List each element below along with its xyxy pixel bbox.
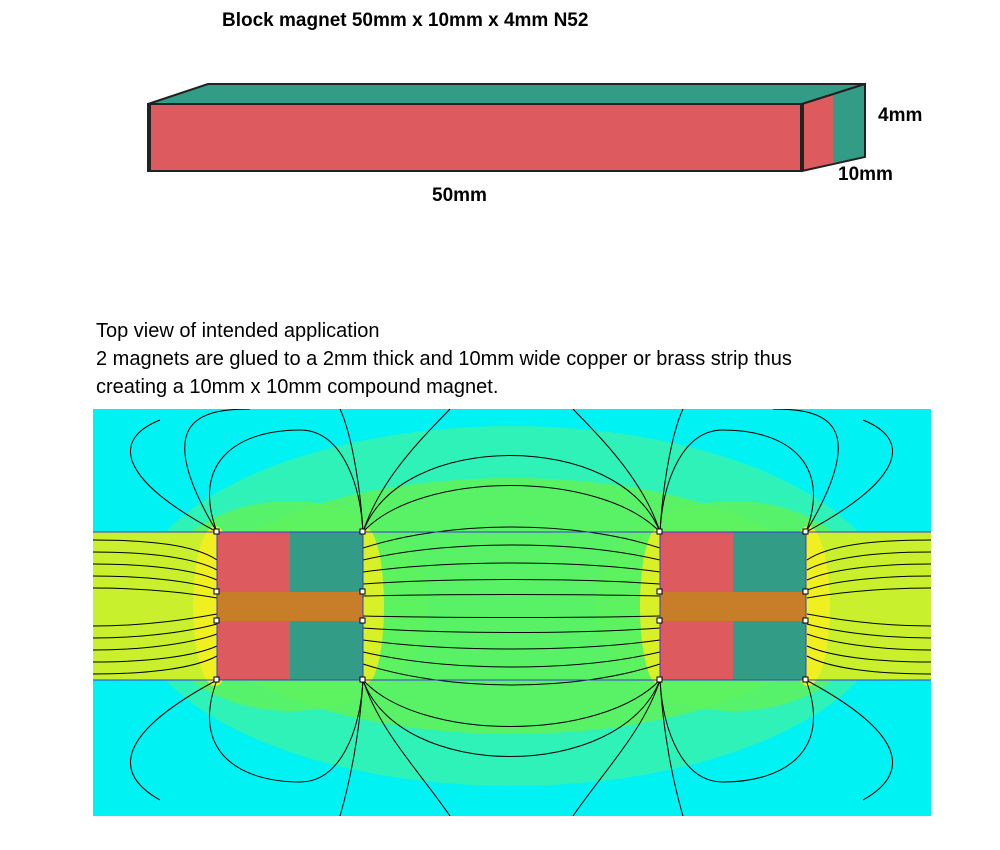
right-magnet-bottom-north: [660, 621, 733, 680]
left-copper-strip: [217, 592, 363, 621]
left-magnet-top-north: [217, 532, 290, 592]
application-description: Top view of intended application 2 magne…: [96, 317, 792, 401]
compound-magnet-left: [216, 531, 364, 681]
description-line-2: 2 magnets are glued to a 2mm thick and 1…: [96, 348, 792, 370]
dimension-label-width: 10mm: [838, 164, 893, 185]
magnet-end-face-north: [802, 93, 833, 171]
left-magnet-top-south: [290, 532, 363, 592]
right-copper-strip: [660, 592, 806, 621]
description-line-3: creating a 10mm x 10mm compound magnet.: [96, 376, 499, 398]
right-magnet-top-south: [733, 532, 806, 592]
left-magnet-bottom-north: [217, 621, 290, 680]
left-magnet-bottom-south: [290, 621, 363, 680]
description-line-1: Top view of intended application: [96, 320, 380, 342]
right-magnet-top-north: [660, 532, 733, 592]
magnet-front-face: [147, 103, 803, 172]
right-magnet-bottom-south: [733, 621, 806, 680]
dimension-label-length: 50mm: [432, 185, 487, 206]
magnet-end-face-south: [833, 84, 865, 163]
compound-magnet-right: [659, 531, 807, 681]
diagram-title: Block magnet 50mm x 10mm x 4mm N52: [222, 10, 589, 31]
dimension-label-height: 4mm: [878, 105, 923, 126]
mesh-nodes: [213, 528, 809, 683]
field-lines: [93, 409, 931, 816]
